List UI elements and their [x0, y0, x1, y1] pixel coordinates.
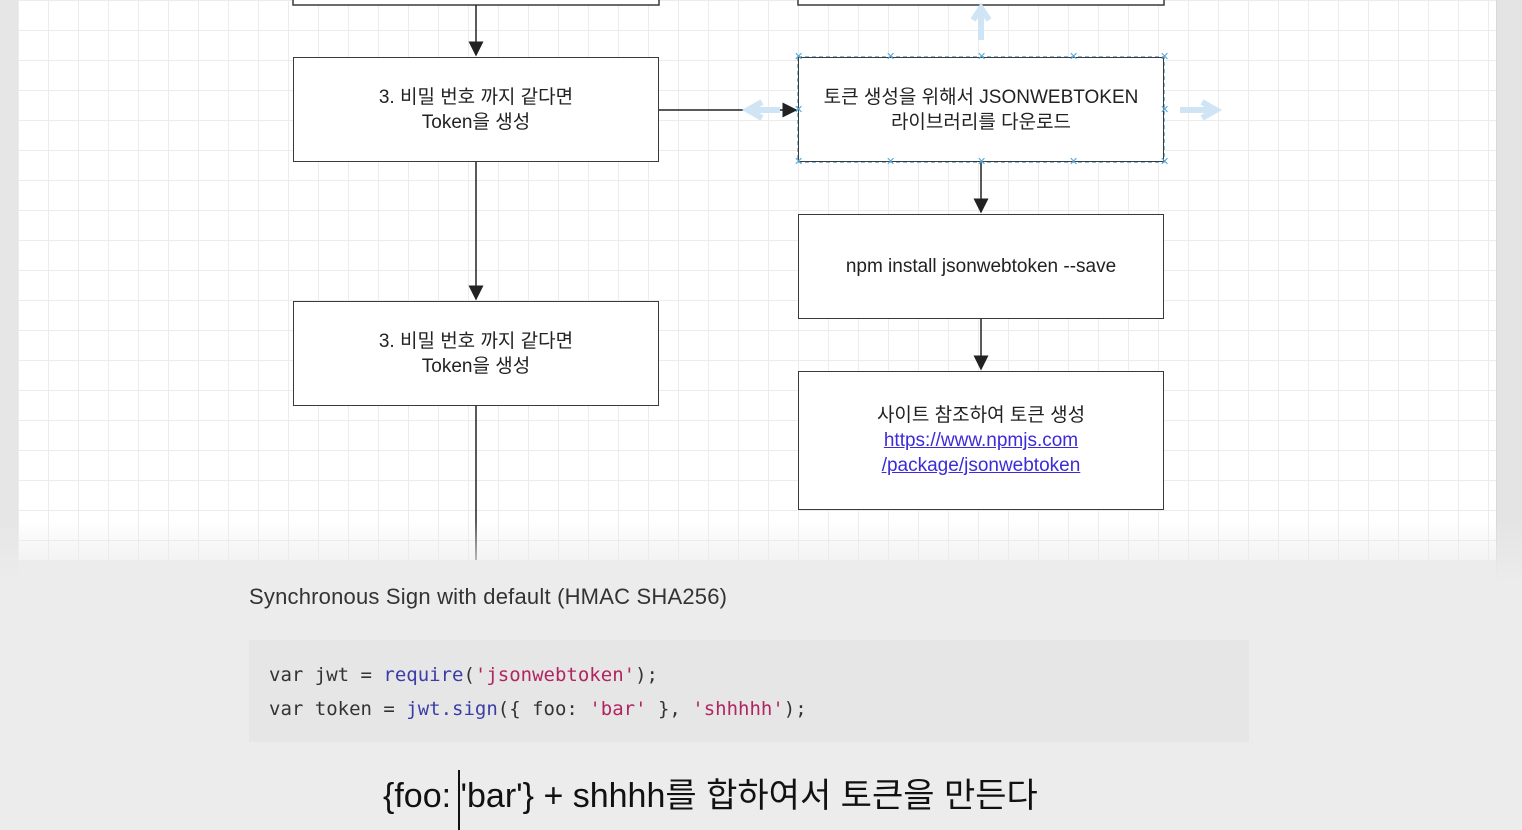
flow-box-right-2-text: npm install jsonwebtoken --save: [845, 256, 1117, 277]
flow-box-left-2[interactable]: 3. 비밀 번호 까지 같다면 Token을 생성: [293, 301, 659, 406]
resize-handle-icon[interactable]: ✕: [794, 156, 804, 168]
code-token: jwt.sign: [406, 698, 498, 720]
flow-box-left-1-line1: 3. 비밀 번호 까지 같다면: [378, 86, 574, 108]
resize-handle-icon[interactable]: ✕: [886, 156, 896, 168]
resize-handle-icon[interactable]: ✕: [1069, 156, 1079, 168]
text-cursor: [458, 770, 460, 830]
flow-box-right-3-line1: 사이트 참조하여 토큰 생성: [876, 405, 1086, 426]
drag-arrow-up-icon: [970, 2, 992, 40]
flow-box-right-2[interactable]: npm install jsonwebtoken --save: [798, 214, 1164, 319]
drag-arrow-right-icon: [1180, 99, 1223, 121]
code-token: 'jsonwebtoken': [474, 664, 636, 686]
code-line-1: var jwt = require('jsonwebtoken');: [269, 658, 1229, 692]
flow-box-left-2-line1: 3. 비밀 번호 까지 같다면: [378, 330, 574, 352]
resize-handle-icon[interactable]: ✕: [886, 51, 896, 63]
code-token: },: [646, 698, 693, 720]
video-caption: {foo: 'bar'} + shhhh를 합하여서 토큰을 만든다: [383, 777, 1038, 815]
code-token: 'shhhhh': [692, 698, 784, 720]
diagram-canvas[interactable]: [18, 0, 1496, 560]
code-token: 'bar': [589, 698, 647, 720]
code-block: var jwt = require('jsonwebtoken'); var t…: [249, 640, 1249, 742]
resize-handle-icon[interactable]: ✕: [1160, 104, 1170, 116]
flow-box-right-1-selected[interactable]: 토큰 생성을 위해서 JSONWEBTOKEN 라이브러리를 다운로드: [798, 57, 1164, 162]
code-token: var token =: [269, 698, 407, 720]
section-title: Synchronous Sign with default (HMAC SHA2…: [249, 584, 728, 609]
code-token: (: [463, 664, 475, 686]
code-line-2: var token = jwt.sign({ foo: 'bar' }, 'sh…: [269, 692, 1229, 726]
flow-box-left-1[interactable]: 3. 비밀 번호 까지 같다면 Token을 생성: [293, 57, 659, 162]
resize-handle-icon[interactable]: ✕: [1160, 156, 1170, 168]
npm-link-line1[interactable]: https://www.npmjs.com: [883, 430, 1079, 451]
drag-arrow-left-icon: [741, 99, 780, 121]
resize-handle-icon[interactable]: ✕: [977, 156, 987, 168]
flow-box-right-1-line2: 라이브러리를 다운로드: [890, 111, 1072, 133]
code-token: ({ foo:: [497, 698, 590, 720]
code-token: );: [635, 664, 658, 686]
resize-handle-icon[interactable]: ✕: [977, 51, 987, 63]
code-token: var jwt =: [269, 664, 384, 686]
flow-box-right-1-line1: 토큰 생성을 위해서 JSONWEBTOKEN: [823, 86, 1139, 108]
flow-box-left-2-line2: Token을 생성: [421, 355, 531, 377]
npm-link-line2[interactable]: /package/jsonwebtoken: [881, 455, 1081, 476]
partial-box-left-top: [292, 0, 660, 6]
resize-handle-icon[interactable]: ✕: [1160, 51, 1170, 63]
code-token: );: [783, 698, 807, 720]
flow-box-left-1-line2: Token을 생성: [421, 111, 531, 133]
flow-box-right-3[interactable]: 사이트 참조하여 토큰 생성 https://www.npmjs.com /pa…: [798, 371, 1164, 510]
resize-handle-icon[interactable]: ✕: [794, 104, 804, 116]
resize-handle-icon[interactable]: ✕: [794, 51, 804, 63]
code-token: require: [383, 664, 464, 686]
resize-handle-icon[interactable]: ✕: [1069, 51, 1079, 63]
